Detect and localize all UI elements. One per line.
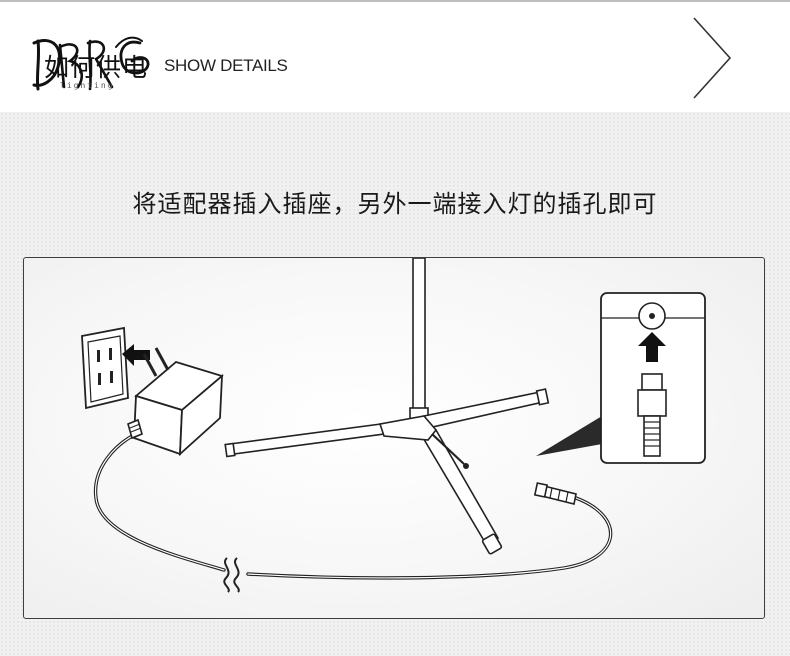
zoom-callout (536, 416, 602, 456)
instruction-text: 将适配器插入插座，另外一端接入灯的插孔即可 (132, 190, 658, 218)
arrow-up-icon (638, 332, 666, 362)
header: 如何供电 SHOW DETAILS lighting (0, 2, 790, 112)
tripod-floor-lamp (224, 258, 550, 555)
brand-subtitle: lighting (60, 81, 115, 90)
power-cable (93, 432, 613, 580)
brand-title-en: SHOW DETAILS (164, 56, 288, 75)
wall-socket (81, 326, 129, 410)
chevron-right-icon[interactable] (688, 16, 736, 100)
dc-plug (533, 482, 577, 505)
lamp-jack-detail (600, 292, 706, 464)
brand-title-cn: 如何供电 (44, 53, 149, 82)
brand-logo (32, 36, 150, 91)
arrow-left-icon (122, 344, 150, 366)
cable-break-icon (223, 557, 240, 593)
illustration-frame (23, 257, 765, 619)
top-rule (0, 0, 790, 2)
setup-illustration (81, 258, 706, 593)
power-adapter (127, 347, 224, 457)
